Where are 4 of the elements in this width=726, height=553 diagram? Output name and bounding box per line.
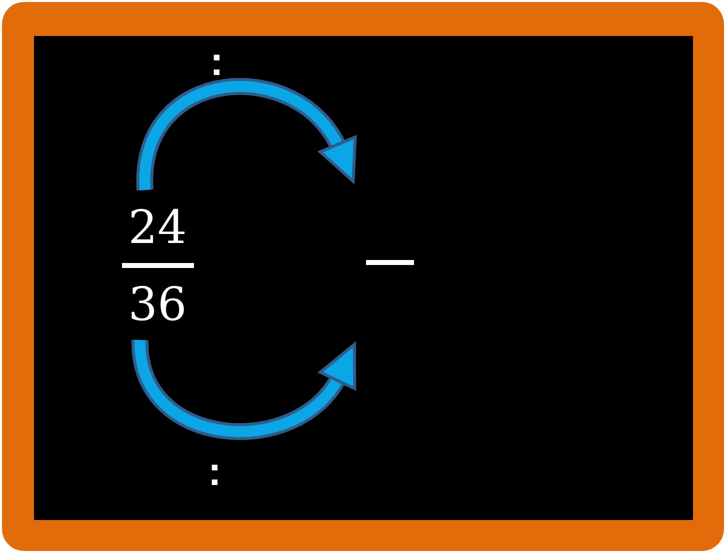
- denominator: 36: [128, 278, 187, 330]
- division-sign: :: [210, 39, 224, 86]
- numerator: 24: [128, 200, 187, 252]
- division-sign: :: [208, 449, 222, 496]
